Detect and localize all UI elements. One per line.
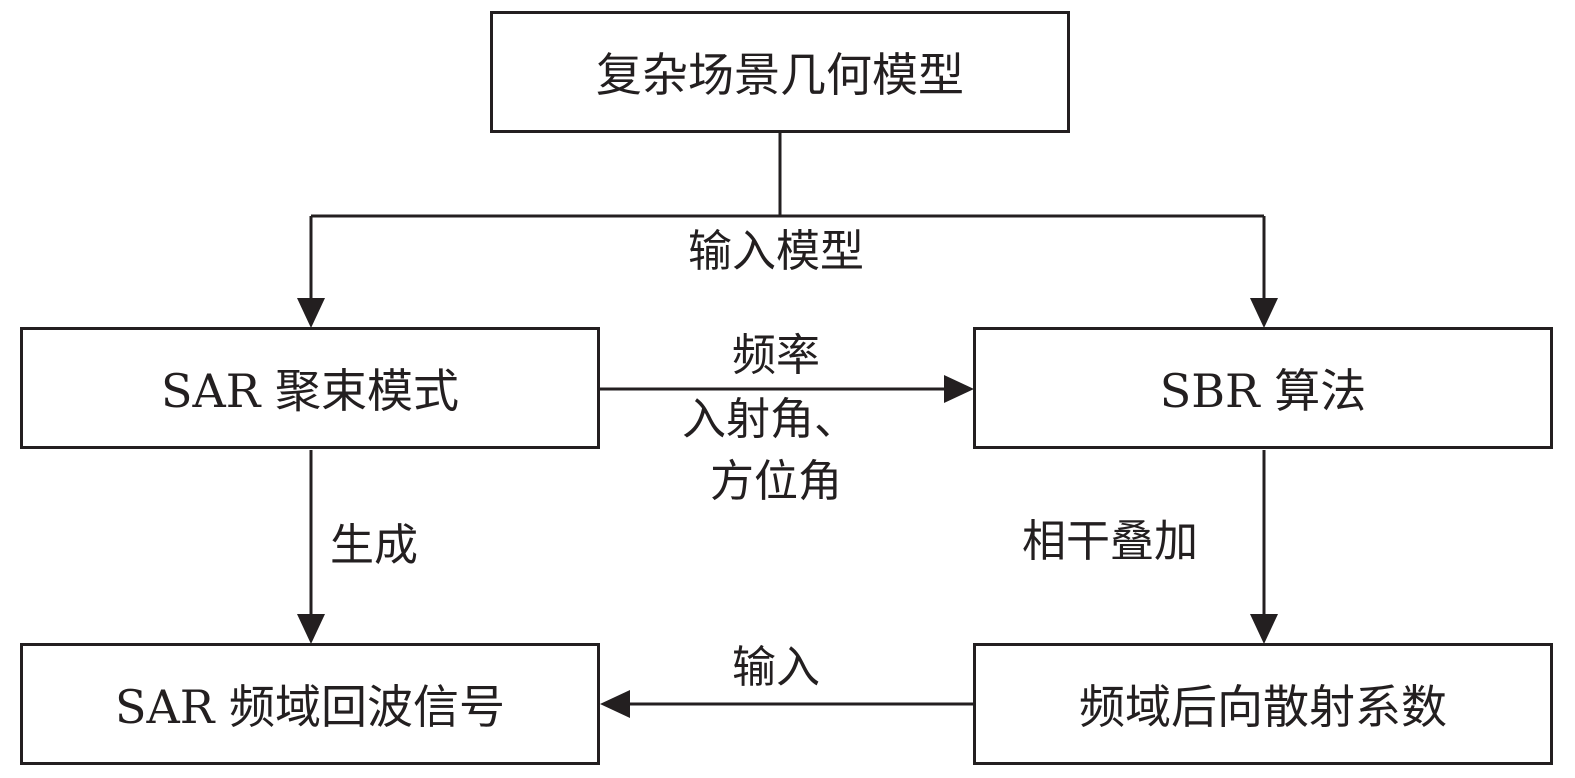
box-sar-echo: SAR 频域回波信号: [20, 643, 600, 765]
label-input: 输入: [732, 642, 820, 693]
arrowhead-down-icon: [297, 298, 325, 328]
box-scene-model: 复杂场景几何模型: [490, 11, 1070, 133]
label-incidence-angle: 入射角、: [682, 394, 858, 445]
box-sbr-algorithm: SBR 算法: [973, 327, 1553, 449]
arrowhead-down-icon: [297, 614, 325, 644]
label-input-model: 输入模型: [688, 226, 864, 277]
label-generate: 生成: [330, 520, 418, 571]
arrowhead-down-icon: [1250, 614, 1278, 644]
label-coherent-sum: 相干叠加: [1022, 516, 1198, 567]
arrowhead-left-icon: [600, 690, 630, 718]
arrowhead-right-icon: [944, 375, 974, 403]
label-azimuth-angle: 方位角: [710, 456, 842, 507]
label-frequency: 频率: [732, 330, 820, 381]
box-backscatter: 频域后向散射系数: [973, 643, 1553, 765]
box-sar-spotlight: SAR 聚束模式: [20, 327, 600, 449]
arrowhead-down-icon: [1250, 298, 1278, 328]
